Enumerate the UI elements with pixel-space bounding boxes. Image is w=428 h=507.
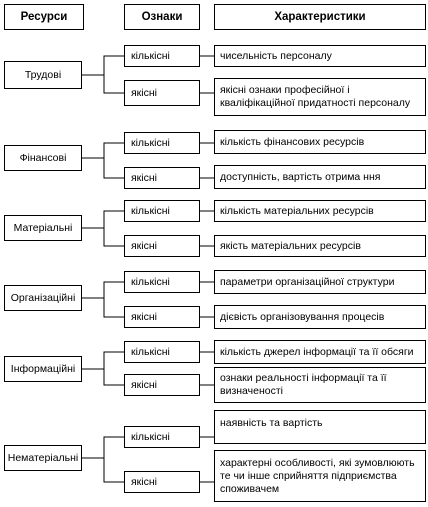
resource-trudovi: Трудові <box>4 61 82 89</box>
characteristic-box: дієвість організовування процесів <box>214 305 426 329</box>
header-characteristics: Характеристики <box>214 4 426 30</box>
header-resources: Ресурси <box>4 4 84 30</box>
connector-nematerialni <box>82 436 124 483</box>
resource-orhanizatsiini: Організаційні <box>4 285 82 311</box>
sign-qualitative: якісні <box>124 374 200 396</box>
sign-quantitative: кількісні <box>124 200 200 222</box>
characteristic-box: наявність та вартість <box>214 410 426 444</box>
sign-quantitative: кількісні <box>124 426 200 448</box>
resource-materialni: Матеріальні <box>4 215 82 241</box>
characteristic-box: якість матеріальних ресурсів <box>214 235 426 257</box>
characteristic-box: кількість фінансових ресурсів <box>214 130 426 154</box>
sign-quantitative: кількісні <box>124 271 200 293</box>
characteristic-box: ознаки реальності інформації та її визна… <box>214 367 426 403</box>
characteristic-box: характерні особливості, які зумовлюють т… <box>214 450 426 502</box>
characteristic-box: кількість джерел інформації та її обсяги <box>214 340 426 364</box>
header-signs: Ознаки <box>124 4 200 30</box>
connector-informatsiini <box>82 351 124 386</box>
characteristic-box: параметри організаційної структури <box>214 270 426 294</box>
characteristic-box: якісні ознаки професійної і кваліфікацій… <box>214 78 426 116</box>
sign-qualitative: якісні <box>124 235 200 257</box>
resource-informatsiini: Інформаційні <box>4 356 82 382</box>
connector-orhanizatsiini <box>82 281 124 318</box>
characteristic-box: чисельність персоналу <box>214 45 426 67</box>
sign-qualitative: якісні <box>124 167 200 189</box>
sign-quantitative: кількісні <box>124 341 200 363</box>
sign-qualitative: якісні <box>124 80 200 106</box>
connector-trudovi <box>82 55 124 94</box>
sign-quantitative: кількісні <box>124 132 200 154</box>
sign-qualitative: якісні <box>124 306 200 328</box>
connector-materialni <box>82 210 124 247</box>
resource-finansovi: Фінансові <box>4 145 82 171</box>
characteristic-box: доступність, вартість отрима ння <box>214 165 426 189</box>
connector-finansovi <box>82 142 124 179</box>
sign-qualitative: якісні <box>124 471 200 493</box>
sign-quantitative: кількісні <box>124 45 200 67</box>
resource-nematerialni: Нематеріальні <box>4 445 82 471</box>
characteristic-box: кількість матеріальних ресурсів <box>214 200 426 222</box>
